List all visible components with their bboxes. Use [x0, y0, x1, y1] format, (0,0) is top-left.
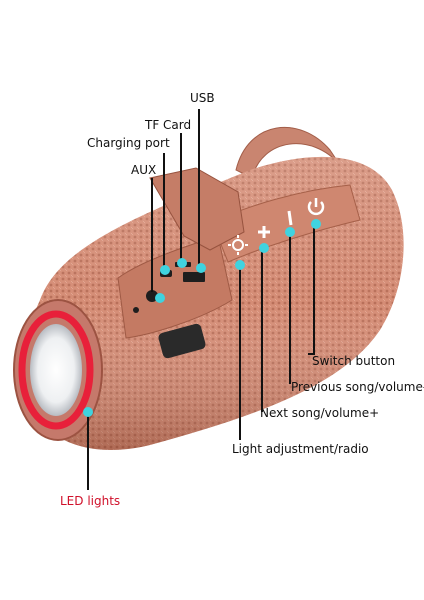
- speaker-lens: [30, 324, 82, 416]
- label-light-adjustment: Light adjustment/radio: [232, 442, 369, 456]
- label-led-lights: LED lights: [60, 494, 121, 508]
- sun-icon: [228, 235, 248, 255]
- marker-charging: [160, 265, 170, 275]
- label-tf-card: TF Card: [145, 118, 192, 132]
- label-charging-port: Charging port: [87, 136, 170, 150]
- label-aux: AUX: [131, 163, 157, 177]
- label-previous-song: Previous song/volume-: [291, 380, 424, 394]
- marker-tf: [177, 258, 187, 268]
- port-cover-flap: [149, 167, 245, 251]
- usb-port: [183, 272, 205, 282]
- marker-led: [83, 407, 93, 417]
- label-next-song: Next song/volume+: [260, 406, 380, 420]
- marker-aux: [155, 293, 165, 303]
- label-switch-button: Switch button: [312, 354, 396, 368]
- aux-port: [146, 290, 158, 302]
- marker-usb: [196, 263, 206, 273]
- label-usb: USB: [190, 91, 215, 105]
- marker-previous: [285, 227, 295, 237]
- marker-light: [235, 260, 245, 270]
- speaker-badge: [158, 323, 206, 359]
- marker-dots: [83, 219, 321, 417]
- power-icon: [307, 198, 325, 216]
- marker-switch: [311, 219, 321, 229]
- minus-icon: [287, 210, 293, 226]
- leader-switch: [308, 224, 315, 355]
- marker-next: [259, 243, 269, 253]
- speaker-body: [13, 156, 404, 450]
- plus-icon: [258, 226, 270, 238]
- leader-lines: [87, 109, 315, 490]
- led-ring: [18, 310, 94, 430]
